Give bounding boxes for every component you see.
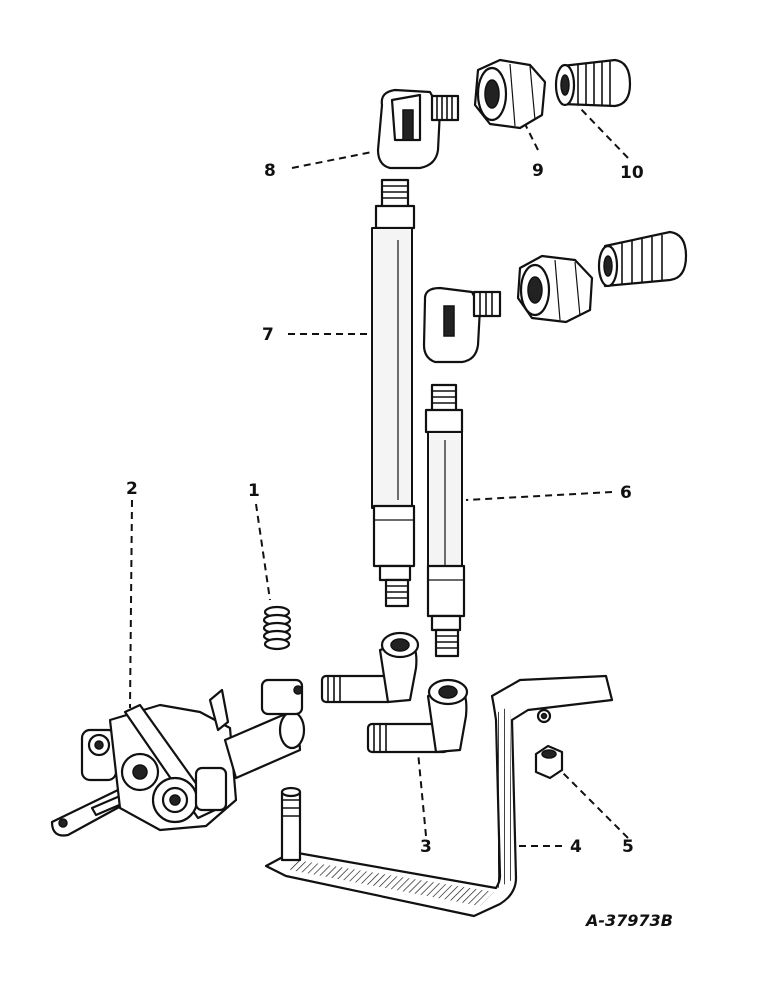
drawing-number: A-37973B xyxy=(584,911,673,930)
callout-5: 5 xyxy=(622,837,634,857)
part-3-lower-elbow-lower xyxy=(366,678,469,754)
leader-3 xyxy=(417,751,427,837)
part-7-long-hose xyxy=(371,178,416,608)
callout-9: 9 xyxy=(532,161,544,181)
leader-lines xyxy=(129,105,629,847)
part-10-upper-sleeve xyxy=(554,58,632,108)
leader-8 xyxy=(291,151,373,169)
second-sleeve xyxy=(597,230,688,288)
part-9-upper-nut xyxy=(473,58,547,130)
callout-10: 10 xyxy=(620,163,644,183)
leader-1 xyxy=(255,503,271,601)
callout-8: 8 xyxy=(264,161,276,181)
callout-2: 2 xyxy=(126,479,138,499)
part-8-upper-elbow xyxy=(376,88,460,170)
leader-10 xyxy=(577,105,629,159)
part-4-bracket xyxy=(264,674,614,918)
part-6-short-hose xyxy=(424,383,466,658)
callout-3: 3 xyxy=(420,837,432,857)
part-2-valve-assembly xyxy=(50,678,306,837)
second-nut xyxy=(516,254,594,324)
callout-6: 6 xyxy=(620,483,632,503)
part-1-spring xyxy=(262,605,292,651)
callout-4: 4 xyxy=(570,837,582,857)
callout-7: 7 xyxy=(262,325,274,345)
part-5-small-nut xyxy=(534,744,564,780)
second-elbow xyxy=(422,286,502,364)
callout-1: 1 xyxy=(248,481,260,501)
leader-6 xyxy=(465,491,613,501)
leader-2 xyxy=(129,499,133,709)
callout-labels: 8 9 10 7 6 1 2 3 4 5 xyxy=(126,161,644,857)
part-3-lower-elbow-upper xyxy=(320,631,420,704)
leader-9 xyxy=(524,123,539,151)
leader-5 xyxy=(561,771,629,839)
